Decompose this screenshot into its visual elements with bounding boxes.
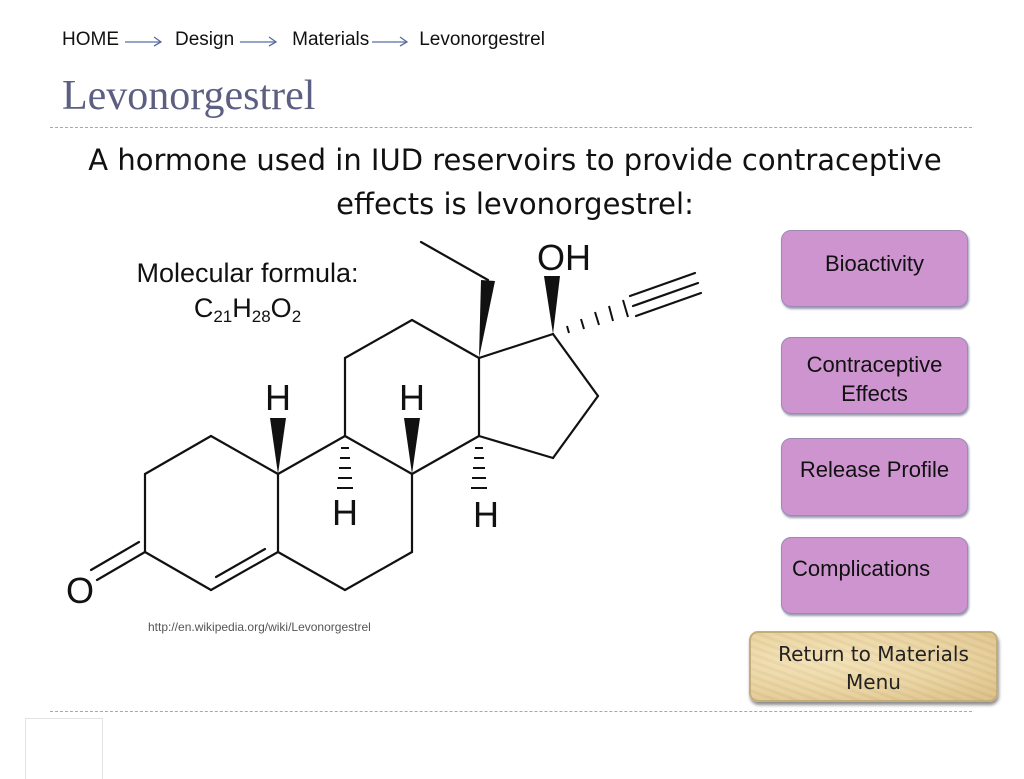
breadcrumb: HOME Design Materials Levonorgestrel	[62, 28, 545, 52]
hydrogen-label: H	[473, 494, 499, 535]
formula-label: Molecular formula:	[136, 258, 359, 288]
hydrogen-label: H	[399, 377, 425, 418]
oxygen-label: O	[66, 570, 94, 611]
return-to-materials-menu-button[interactable]: Return to Materials Menu	[749, 631, 998, 702]
contraceptive-effects-button[interactable]: Contraceptive Effects	[781, 337, 968, 414]
breadcrumb-design[interactable]: Design	[175, 29, 235, 50]
bioactivity-button[interactable]: Bioactivity	[781, 230, 968, 307]
breadcrumb-home[interactable]: HOME	[62, 29, 119, 50]
complications-button[interactable]: Complications	[781, 537, 968, 614]
hydrogen-label: H	[265, 377, 291, 418]
formula-value: C21H28O2	[193, 293, 302, 326]
source-link[interactable]: http://en.wikipedia.org/wiki/Levonorgest…	[148, 620, 371, 634]
divider	[50, 711, 972, 712]
slide-thumbnail	[25, 718, 103, 779]
intro-text: A hormone used in IUD reservoirs to prov…	[88, 143, 942, 221]
page-title: Levonorgestrel	[62, 73, 316, 119]
breadcrumb-levonorgestrel: Levonorgestrel	[419, 29, 545, 50]
arrow-right-icon	[371, 33, 411, 47]
hydroxyl-label: OH	[537, 237, 591, 278]
divider	[50, 127, 972, 128]
arrow-right-icon	[238, 33, 280, 47]
arrow-right-icon	[123, 33, 165, 47]
hydrogen-label: H	[332, 492, 358, 533]
release-profile-button[interactable]: Release Profile	[781, 438, 968, 516]
molecular-formula: Molecular formula: C21H28O2	[100, 256, 395, 326]
breadcrumb-materials[interactable]: Materials	[292, 29, 370, 50]
levonorgestrel-structure-diagram: OH H H H H O	[66, 237, 703, 611]
